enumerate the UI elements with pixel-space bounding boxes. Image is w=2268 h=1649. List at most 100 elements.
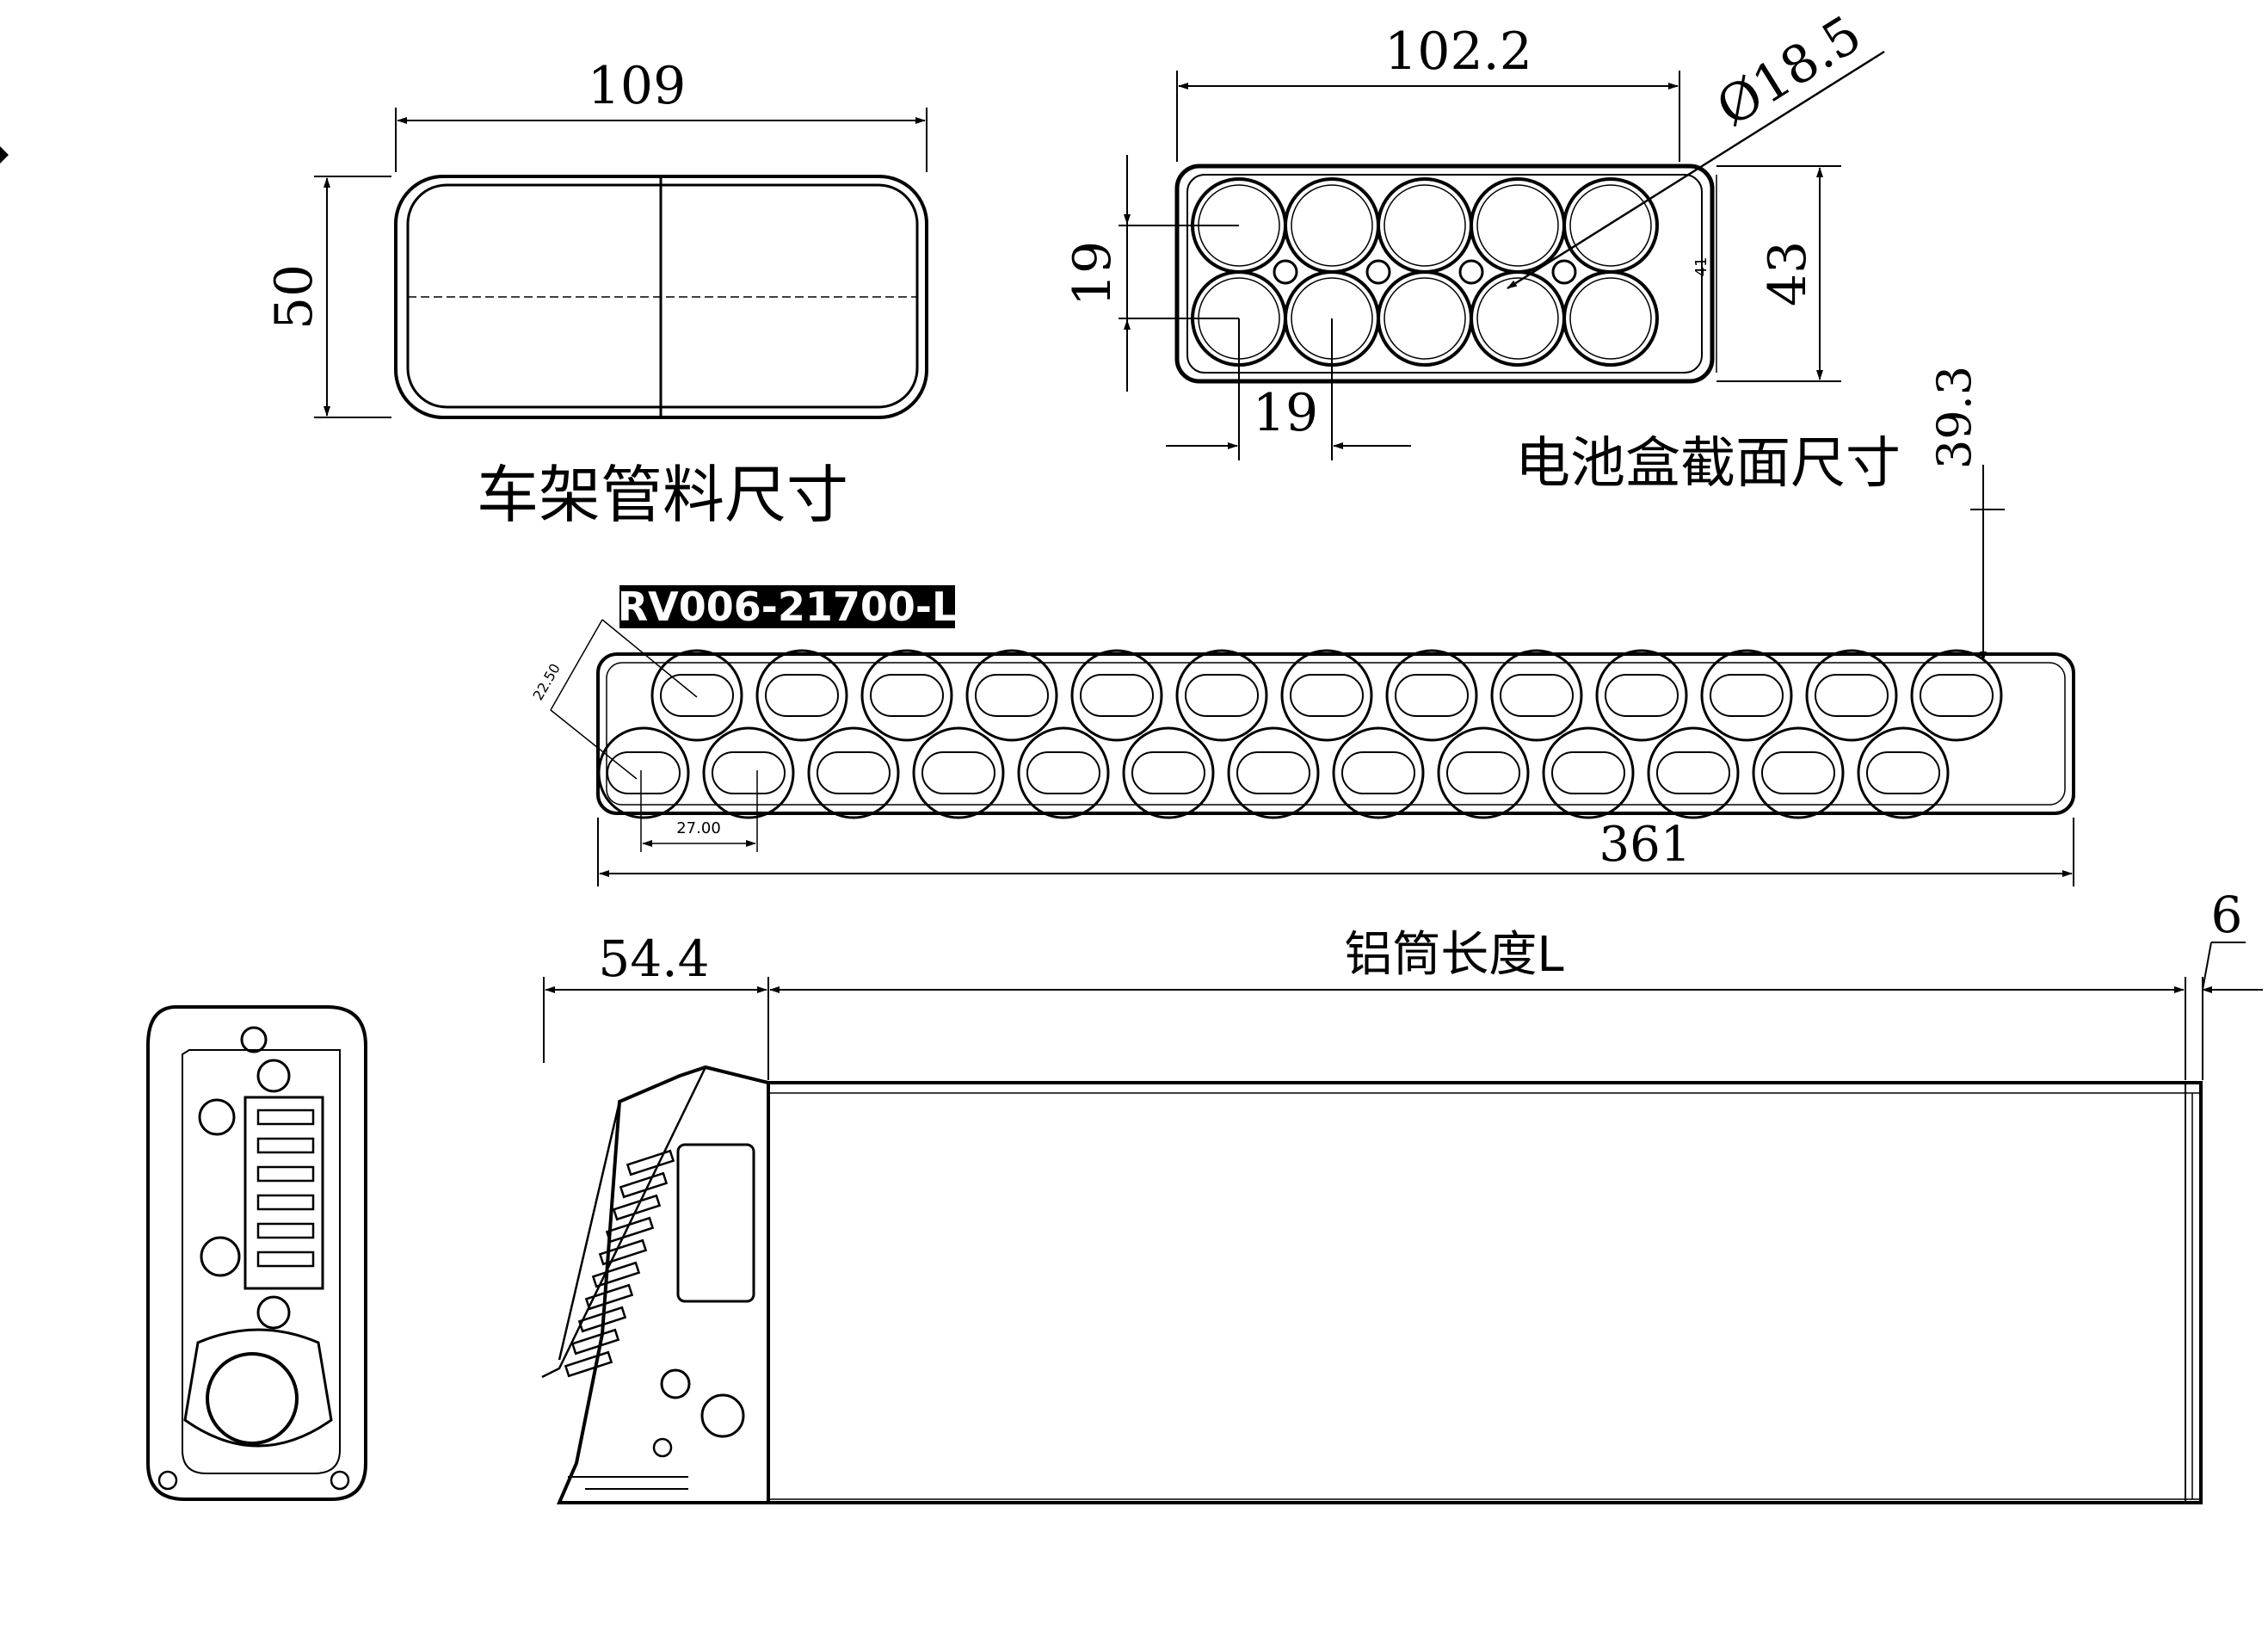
holder-cell-slot	[1656, 751, 1730, 794]
pitch-v-label: 19	[1063, 241, 1123, 306]
holder-cell-slot	[765, 674, 839, 717]
holder-cell-top	[860, 649, 953, 742]
holder-cell-bottom	[1857, 726, 1950, 819]
edge-arrow-icon	[0, 146, 9, 164]
side-hole-2	[700, 1393, 745, 1438]
cell-grid	[1191, 177, 1659, 367]
holder-cell-slot	[1500, 674, 1574, 717]
connector-slot	[256, 1137, 315, 1154]
vent-slots	[564, 1149, 675, 1378]
vent-slot	[598, 1238, 648, 1266]
holder-cell-top	[1070, 649, 1163, 742]
spacer-ring	[1551, 259, 1577, 285]
end-view-outline	[146, 1005, 367, 1501]
battery-box-inner	[1186, 174, 1703, 374]
frame-tube-section: 109 50 车架管料尺寸	[264, 56, 928, 531]
end-view-screw-3	[200, 1236, 241, 1277]
vent-slot	[570, 1328, 620, 1356]
holder-cell-slot	[975, 674, 1049, 717]
cell-holder-outline	[596, 652, 2075, 815]
holder-cell-slot	[921, 751, 995, 794]
holder-cell-bottom	[1017, 726, 1110, 819]
side-hole-1	[660, 1368, 691, 1399]
holder-cell-bottom	[1332, 726, 1425, 819]
battery-section-caption: 电池盒截面尺寸	[1515, 432, 1901, 496]
holder-cell-slot	[1185, 674, 1259, 717]
aluminum-tube-body	[767, 1081, 2203, 1504]
holder-cell-slot	[1341, 751, 1415, 794]
cell-slot-inner	[1569, 277, 1652, 360]
battery-side-view: 54.4 铝筒长度L 6	[541, 886, 2263, 1504]
cell-slot-inner	[1569, 184, 1652, 267]
cell-holder-view: RV006-21700-L 22.50 27.00 361	[530, 584, 2075, 886]
holder-cell-top	[1175, 649, 1268, 742]
connector-slot	[256, 1165, 315, 1183]
pitch-h-label: 19	[1253, 383, 1318, 443]
end-view-screw-4	[256, 1295, 291, 1330]
holder-cell-slot	[1236, 751, 1310, 794]
holder-cell-slot	[1761, 751, 1835, 794]
holder-cell-bottom	[702, 726, 795, 819]
part-number-label: RV006-21700-L	[618, 584, 958, 630]
holder-cell-bottom	[1437, 726, 1530, 819]
connector-slot	[256, 1222, 315, 1239]
holder-cell-slot	[1395, 674, 1469, 717]
holder-cell-slot	[1551, 751, 1625, 794]
holder-cell-slot	[1026, 751, 1100, 794]
side-hole-3	[652, 1437, 673, 1458]
vent-slot	[626, 1149, 675, 1177]
holder-cell-top	[1385, 649, 1478, 742]
end-view-connector	[243, 1096, 324, 1290]
holder-cell-top	[1595, 649, 1688, 742]
end-view-top-screw	[240, 1026, 268, 1053]
holder-cell-top	[965, 649, 1058, 742]
holder-cell-slot	[870, 674, 944, 717]
holder-cell-top	[1700, 649, 1793, 742]
holder-cell-top	[1910, 649, 2003, 742]
cell-slot	[1562, 270, 1659, 367]
holder-cell-slot	[1290, 674, 1364, 717]
battery-section-view: 102.2 Ø18.5 43 41 19 19 电池盒截面尺寸	[1063, 4, 1901, 496]
offset-dimension: 39.3	[1927, 366, 2005, 662]
battery-end-view	[146, 1005, 367, 1501]
part-number-badge	[619, 585, 955, 628]
holder-cell-slot	[1920, 674, 1994, 717]
cell-slot	[1377, 177, 1473, 274]
cell-slot-inner	[1476, 184, 1559, 267]
end-view-screw-2	[198, 1098, 236, 1136]
holder-cell-slot	[1131, 751, 1205, 794]
holder-cell-slot	[712, 751, 786, 794]
battery-height-label: 43	[1758, 241, 1818, 306]
cell-holder-inner	[606, 662, 2066, 806]
diameter-leader	[1507, 50, 1885, 290]
vent-slot	[619, 1171, 669, 1199]
tube-length-label: 铝筒长度L	[1344, 927, 1563, 983]
holder-cell-bottom	[1227, 726, 1320, 819]
holder-cell-top	[1280, 649, 1373, 742]
holder-cell-top	[1490, 649, 1583, 742]
end-cap-label: 6	[2211, 886, 2243, 944]
holder-cell-bottom	[912, 726, 1005, 819]
end-view-port	[206, 1352, 299, 1445]
end-view-screw-1	[256, 1059, 291, 1093]
cell-slot	[1470, 177, 1566, 274]
holder-cell-slot	[1815, 674, 1889, 717]
holder-cells	[597, 649, 2003, 819]
holder-length-label: 361	[1599, 817, 1692, 873]
cap-length-label: 54.4	[598, 929, 709, 988]
cell-slot-inner	[1476, 277, 1559, 360]
side-window	[676, 1143, 755, 1303]
vent-slot	[584, 1283, 634, 1311]
diameter-label: Ø18.5	[1706, 4, 1871, 139]
holder-cell-slot	[660, 674, 734, 717]
frame-tube-caption: 车架管料尺寸	[477, 459, 848, 531]
holder-cell-top	[1805, 649, 1898, 742]
cell-slot-inner	[1384, 277, 1466, 360]
end-cap-housing	[556, 1065, 770, 1504]
offset-label: 39.3	[1927, 366, 1981, 469]
holder-cell-bottom	[1647, 726, 1740, 819]
vent-slot	[564, 1350, 613, 1378]
holder-cell-slot	[1866, 751, 1940, 794]
battery-inner-height-label: 41	[1692, 257, 1710, 277]
